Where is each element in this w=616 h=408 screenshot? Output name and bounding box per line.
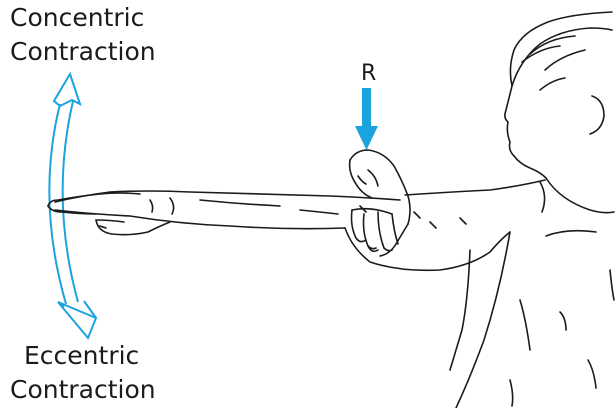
eccentric-label-line2: Contraction [10, 375, 156, 404]
concentric-label-line2: Contraction [10, 37, 156, 66]
resistance-label: R [361, 61, 376, 86]
concentric-label-line1: Concentric [10, 3, 144, 32]
range-of-motion-arrow [49, 74, 96, 338]
resistance-arrow [355, 88, 378, 150]
eccentric-label-line1: Eccentric [24, 341, 139, 370]
